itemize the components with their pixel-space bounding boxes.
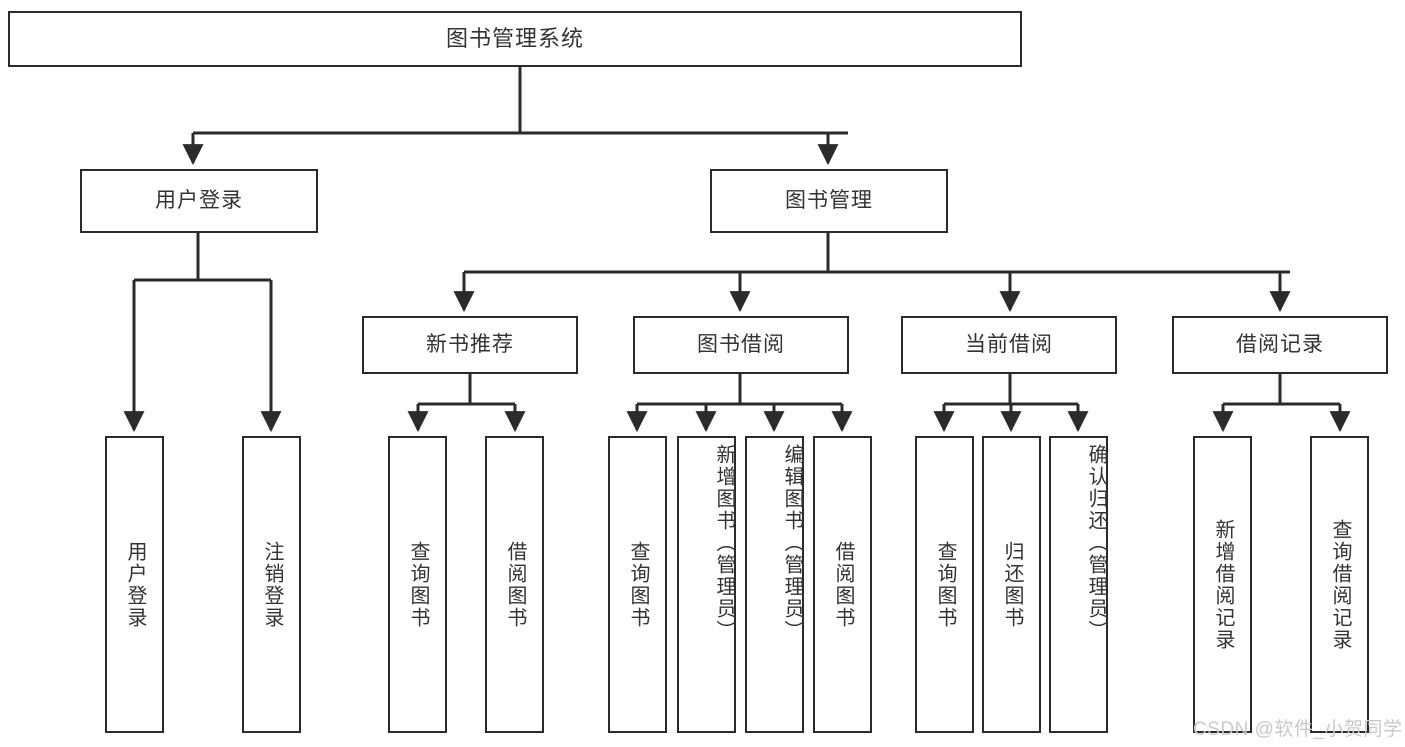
leaf-borrow-book-1-label: 借阅图书 bbox=[504, 540, 526, 629]
leaf-add-book-label: 新增图书（管理员） bbox=[713, 444, 735, 642]
leaf-query-book-3-label: 查询图书 bbox=[934, 540, 956, 629]
leaf-user-login-label: 用户登录 bbox=[124, 540, 146, 629]
leaf-borrow-book-2-label: 借阅图书 bbox=[832, 540, 854, 629]
node-book-management-label: 图书管理 bbox=[785, 189, 873, 213]
node-borrow-record-label: 借阅记录 bbox=[1236, 333, 1324, 357]
node-current-borrow[interactable]: 当前借阅 bbox=[901, 316, 1117, 374]
leaf-edit-book[interactable]: 编辑图书（管理员） bbox=[745, 436, 804, 733]
leaf-user-login[interactable]: 用户登录 bbox=[105, 436, 164, 733]
leaf-query-book-1-label: 查询图书 bbox=[407, 540, 429, 629]
leaf-add-record-label: 新增借阅记录 bbox=[1212, 518, 1234, 651]
node-borrow-record[interactable]: 借阅记录 bbox=[1172, 316, 1388, 374]
leaf-add-book[interactable]: 新增图书（管理员） bbox=[677, 436, 736, 733]
leaf-logout-login[interactable]: 注销登录 bbox=[242, 436, 301, 733]
node-root[interactable]: 图书管理系统 bbox=[8, 11, 1022, 67]
leaf-query-record[interactable]: 查询借阅记录 bbox=[1310, 436, 1369, 733]
leaf-query-book-1[interactable]: 查询图书 bbox=[388, 436, 447, 733]
csdn-watermark: CSDN @软件_小贺同学 bbox=[1193, 719, 1403, 740]
leaf-borrow-book-2[interactable]: 借阅图书 bbox=[813, 436, 872, 733]
node-new-book-recommend[interactable]: 新书推荐 bbox=[362, 316, 578, 374]
leaf-return-book[interactable]: 归还图书 bbox=[982, 436, 1041, 733]
leaf-query-book-3[interactable]: 查询图书 bbox=[915, 436, 974, 733]
node-current-borrow-label: 当前借阅 bbox=[965, 333, 1053, 357]
leaf-logout-login-label: 注销登录 bbox=[261, 540, 283, 629]
leaf-confirm-return-label: 确认归还（管理员） bbox=[1085, 444, 1107, 642]
node-user-login-label: 用户登录 bbox=[155, 189, 243, 213]
node-book-borrow[interactable]: 图书借阅 bbox=[633, 316, 849, 374]
node-user-login[interactable]: 用户登录 bbox=[80, 169, 318, 233]
node-book-management[interactable]: 图书管理 bbox=[710, 169, 948, 233]
leaf-edit-book-label: 编辑图书（管理员） bbox=[781, 444, 803, 642]
leaf-confirm-return[interactable]: 确认归还（管理员） bbox=[1049, 436, 1108, 733]
node-new-book-recommend-label: 新书推荐 bbox=[426, 333, 514, 357]
node-root-label: 图书管理系统 bbox=[445, 25, 584, 51]
leaf-add-record[interactable]: 新增借阅记录 bbox=[1193, 436, 1252, 733]
leaf-query-record-label: 查询借阅记录 bbox=[1329, 518, 1351, 651]
leaf-query-book-2[interactable]: 查询图书 bbox=[608, 436, 667, 733]
leaf-return-book-label: 归还图书 bbox=[1001, 540, 1023, 629]
node-book-borrow-label: 图书借阅 bbox=[697, 333, 785, 357]
leaf-query-book-2-label: 查询图书 bbox=[627, 540, 649, 629]
leaf-borrow-book-1[interactable]: 借阅图书 bbox=[485, 436, 544, 733]
